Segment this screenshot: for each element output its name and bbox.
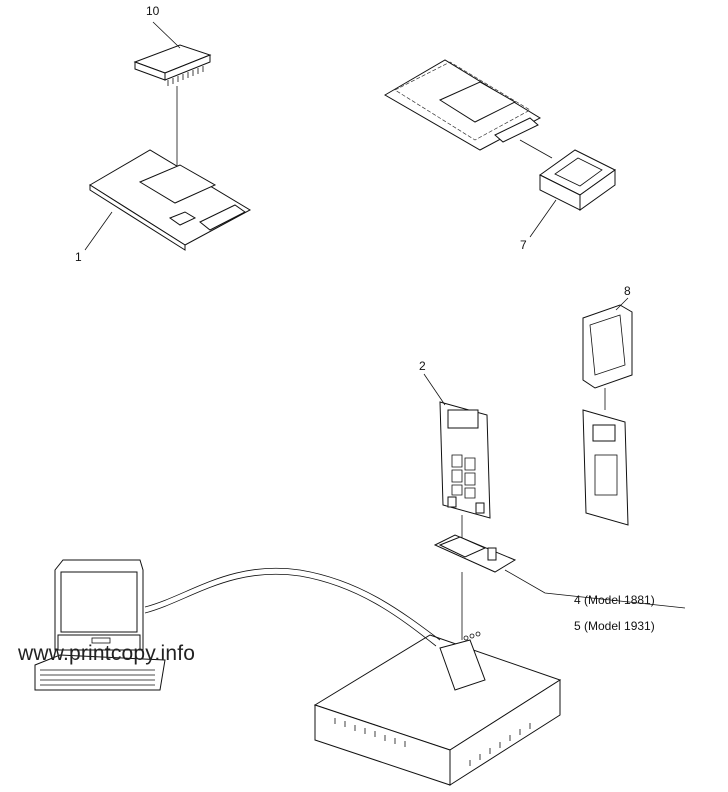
callout-10: 10 bbox=[146, 4, 160, 18]
connector-board-4-5 bbox=[433, 534, 517, 573]
callout-7: 7 bbox=[520, 238, 527, 252]
computer-terminal bbox=[34, 559, 166, 691]
watermark: www.printcopy.info bbox=[18, 642, 196, 665]
callout-5: 5 (Model 1931) bbox=[574, 619, 655, 633]
callout-1: 1 bbox=[75, 250, 82, 264]
leader-7 bbox=[529, 199, 557, 238]
callout-4: 4 (Model 1881) bbox=[574, 593, 655, 607]
ic-chip-10 bbox=[133, 44, 212, 86]
leader-10 bbox=[152, 21, 181, 49]
callout-2: 2 bbox=[419, 359, 426, 373]
memory-board-1 bbox=[89, 149, 252, 251]
socket-adapter-7 bbox=[539, 149, 616, 211]
cable bbox=[144, 567, 441, 641]
printer-unit bbox=[313, 631, 562, 786]
leader-2 bbox=[423, 373, 446, 406]
callout-8: 8 bbox=[624, 284, 631, 298]
interface-board-2 bbox=[439, 401, 491, 519]
module-8 bbox=[582, 304, 633, 389]
leader-4-5 bbox=[504, 569, 686, 609]
leader-8 bbox=[615, 297, 629, 311]
leader-1 bbox=[84, 211, 113, 251]
board-right bbox=[582, 409, 629, 526]
board-assembly-top-right bbox=[384, 59, 553, 159]
